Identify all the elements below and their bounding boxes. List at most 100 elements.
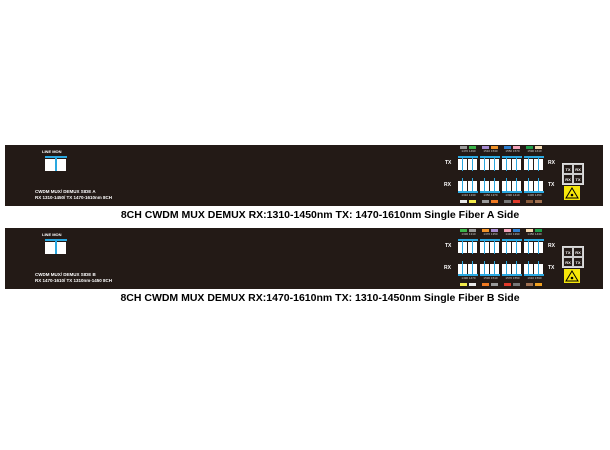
color-code: [526, 283, 533, 286]
fiber-port[interactable]: [502, 156, 522, 171]
color-code: [513, 229, 520, 232]
wavelength-label: 1450 1430: [527, 232, 542, 236]
port-bracket: [45, 156, 67, 158]
color-code: [460, 200, 467, 203]
port-bracket: [524, 191, 544, 193]
port-slot: [45, 159, 55, 171]
fiber-port[interactable]: [502, 239, 522, 254]
label-right-top: RX: [548, 160, 555, 166]
port-divider: [506, 178, 508, 193]
legend-cell: RX: [563, 174, 573, 184]
port-divider: [472, 239, 474, 254]
port-divider: [484, 178, 486, 193]
color-code: [482, 229, 489, 232]
fiber-port[interactable]: [458, 178, 478, 193]
wavelength-label: 1310 1330: [461, 193, 476, 197]
fiber-port[interactable]: [524, 178, 544, 193]
port-slot: [56, 242, 66, 254]
color-code: [482, 283, 489, 286]
legend-cell: RX: [573, 164, 583, 174]
laser-warning-icon: [564, 269, 580, 283]
legend-cell: TX: [563, 164, 573, 174]
port-bracket: [45, 239, 67, 241]
port-divider: [528, 178, 530, 193]
port-divider: [538, 156, 540, 171]
port-bracket: [524, 239, 544, 241]
fiber-port[interactable]: [524, 156, 544, 171]
port-bracket: [502, 274, 522, 276]
port-divider: [484, 261, 486, 276]
panel-title: CWDM MUX/ DEMUX SIDE B: [35, 272, 96, 277]
port-divider: [538, 178, 540, 193]
label-right-bottom: TX: [548, 265, 555, 271]
port-divider: [528, 261, 530, 276]
fiber-port[interactable]: [480, 239, 500, 254]
port-divider: [528, 239, 530, 254]
legend-cell: RX: [573, 247, 583, 257]
color-code: [460, 229, 467, 232]
port-divider: [506, 239, 508, 254]
label-left-top: TX: [445, 160, 452, 166]
port-divider: [484, 156, 486, 171]
port-divider: [462, 239, 464, 254]
port-bracket: [458, 156, 478, 158]
color-code: [526, 200, 533, 203]
color-code: [482, 200, 489, 203]
port-divider: [462, 156, 464, 171]
wavelength-label: 1410 1390: [505, 232, 520, 236]
fiber-port[interactable]: [524, 261, 544, 276]
color-code: [535, 146, 542, 149]
port-divider: [506, 261, 508, 276]
color-code: [513, 146, 520, 149]
port-divider: [516, 178, 518, 193]
fiber-port[interactable]: [458, 261, 478, 276]
port-divider: [516, 239, 518, 254]
port-divider: [494, 178, 496, 193]
wavelength-label: 1590 1610: [527, 149, 542, 153]
port-divider: [494, 239, 496, 254]
port-bracket: [524, 274, 544, 276]
wavelength-label: 1330 1310: [461, 232, 476, 236]
legend-cell: TX: [573, 257, 583, 267]
fiber-port[interactable]: [480, 261, 500, 276]
port-divider: [472, 261, 474, 276]
color-code: [535, 283, 542, 286]
color-code: [526, 146, 533, 149]
legend-cell: TX: [563, 247, 573, 257]
fiber-port[interactable]: [502, 261, 522, 276]
line-mon-port[interactable]: [45, 156, 67, 171]
port-bracket: [458, 239, 478, 241]
port-bracket: [458, 274, 478, 276]
color-code: [469, 200, 476, 203]
fiber-port[interactable]: [458, 239, 478, 254]
port-divider: [538, 239, 540, 254]
color-code: [491, 200, 498, 203]
port-bracket: [502, 239, 522, 241]
port-divider: [528, 156, 530, 171]
fiber-port[interactable]: [480, 156, 500, 171]
port-divider: [506, 156, 508, 171]
fiber-port[interactable]: [524, 239, 544, 254]
line-mon-port[interactable]: [45, 239, 67, 254]
port-bracket: [502, 191, 522, 193]
color-code: [469, 146, 476, 149]
color-code: [504, 146, 511, 149]
fiber-port[interactable]: [458, 156, 478, 171]
label-left-bottom: RX: [444, 182, 451, 188]
wavelength-label: 1550 1570: [505, 149, 520, 153]
wavelength-label: 1470 1490: [461, 149, 476, 153]
label-right-top: RX: [548, 243, 555, 249]
fiber-port[interactable]: [480, 178, 500, 193]
color-code: [504, 200, 511, 203]
port-divider: [472, 178, 474, 193]
label-right-bottom: TX: [548, 182, 555, 188]
color-code: [491, 229, 498, 232]
fiber-port[interactable]: [502, 178, 522, 193]
color-code: [460, 283, 467, 286]
wavelength-label: 1510 1530: [483, 149, 498, 153]
wavelength-label: 1570 1550: [505, 276, 520, 280]
